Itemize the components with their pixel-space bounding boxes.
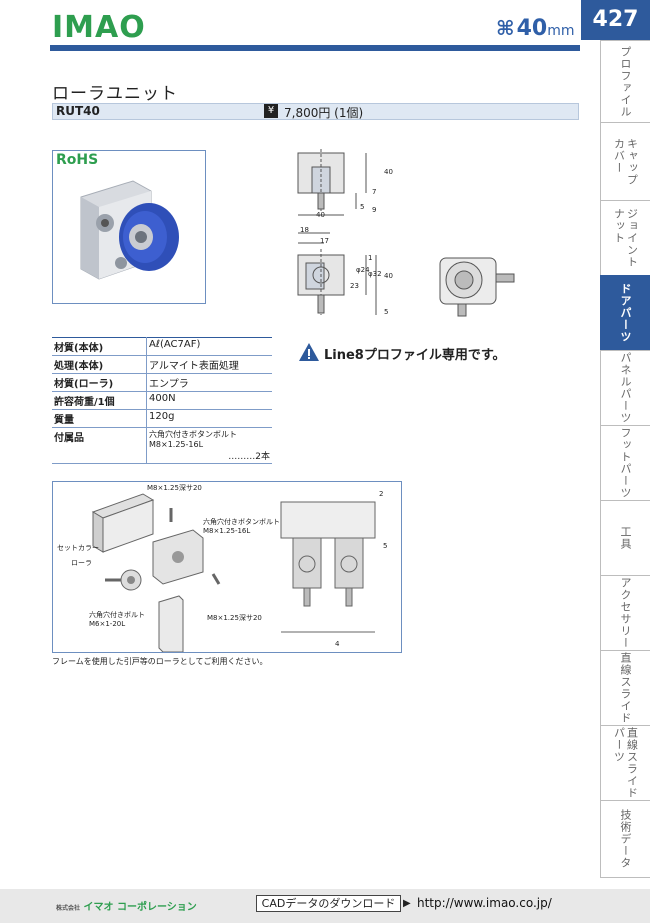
roller-unit-illustration bbox=[80, 180, 179, 280]
tab-label: アクセサリー bbox=[619, 577, 632, 649]
accessory-qty: ………2本 bbox=[228, 452, 270, 462]
label-set-collar: セットカラー bbox=[57, 544, 99, 552]
spec-value: 400N bbox=[146, 391, 272, 410]
tab-linear-slide-parts[interactable]: 直線スライド パーツ bbox=[600, 725, 650, 800]
tab-panel-parts[interactable]: パネルパーツ bbox=[600, 350, 650, 425]
spec-value: 120g bbox=[146, 409, 272, 428]
label-roller: ローラ bbox=[71, 559, 92, 567]
spec-value: 六角穴付きボタンボルト M8×1.25-16L ………2本 bbox=[146, 427, 272, 464]
spec-row: 材質(本体)Aℓ(AC7AF) bbox=[52, 337, 272, 356]
tab-cap-cover[interactable]: キャップ カバー bbox=[600, 122, 650, 200]
size-value: 40 bbox=[516, 16, 548, 41]
dim-label: 5 bbox=[383, 542, 388, 550]
assembly-drawing: M8×1.25深サ20 六角穴付きボタンボルト M8×1.25-16L セットカ… bbox=[52, 481, 402, 653]
tab-profile[interactable]: プロファイル bbox=[600, 40, 650, 122]
tab-label: パネルパーツ bbox=[619, 352, 632, 424]
dim-label: φ24 bbox=[356, 266, 370, 274]
dim-label: 18 bbox=[300, 226, 309, 234]
usage-note: フレームを使用した引戸等のローラとしてご利用ください。 bbox=[52, 657, 268, 666]
spec-key: 許容荷重/1個 bbox=[52, 391, 147, 410]
spec-row: 付属品六角穴付きボタンボルト M8×1.25-16L ………2本 bbox=[52, 427, 272, 464]
tab-label: 直線スライド パーツ bbox=[612, 727, 639, 799]
dim-label: 7 bbox=[372, 188, 377, 196]
tab-label: 直線スライド bbox=[619, 652, 632, 724]
code-row bbox=[52, 103, 579, 120]
size-unit: mm bbox=[547, 23, 575, 39]
company-name: イマオ コーポレーション bbox=[83, 902, 197, 913]
tab-joint-nut[interactable]: ジョイント ナット bbox=[600, 200, 650, 275]
accessory-line: 六角穴付きボタンボルト M8×1.25-16L bbox=[149, 430, 237, 449]
dim-label: 40 bbox=[316, 211, 325, 219]
rohs-mark: RoHS bbox=[56, 152, 99, 168]
drawing-top-view bbox=[297, 149, 377, 315]
tab-foot-parts[interactable]: フットパーツ bbox=[600, 425, 650, 500]
footer-company: 株式会社 イマオ コーポレーション bbox=[56, 898, 197, 913]
product-code: RUT40 bbox=[56, 104, 100, 118]
tab-door-parts[interactable]: ドアパーツ bbox=[600, 275, 650, 350]
tab-accessories[interactable]: アクセサリー bbox=[600, 575, 650, 650]
product-price: 7,800円 (1個) bbox=[284, 106, 364, 120]
tab-label: キャップ カバー bbox=[612, 137, 639, 186]
imao-logo: IMAO bbox=[52, 10, 146, 45]
spec-key: 質量 bbox=[52, 409, 147, 428]
tab-linear-slide[interactable]: 直線スライド bbox=[600, 650, 650, 725]
label-hex-bolt-spec: M6×1-20L bbox=[89, 620, 126, 628]
dim-label: 1 bbox=[368, 254, 373, 262]
dim-label: 17 bbox=[320, 237, 329, 245]
company-prefix: 株式会社 bbox=[56, 905, 81, 912]
spec-table: 材質(本体)Aℓ(AC7AF) 処理(本体)アルマイト表面処理 材質(ローラ)エ… bbox=[52, 337, 272, 464]
dim-label: φ32 bbox=[368, 270, 382, 278]
dim-label: 5 bbox=[384, 308, 389, 316]
label-m8-depth-top: M8×1.25深サ20 bbox=[147, 484, 202, 492]
label-button-bolt: 六角穴付きボタンボルト bbox=[203, 518, 280, 526]
warning-icon bbox=[299, 343, 319, 361]
spec-value: エンプラ bbox=[146, 373, 272, 392]
tab-label: フットパーツ bbox=[619, 427, 632, 499]
tab-label: 工具 bbox=[619, 526, 632, 550]
tab-label: 技術データ bbox=[619, 809, 632, 869]
tab-label: プロファイル bbox=[619, 45, 632, 118]
arrow-right-icon: ▶ bbox=[403, 898, 411, 909]
website-link[interactable]: http://www.imao.co.jp/ bbox=[417, 896, 552, 910]
dim-label: 9 bbox=[372, 206, 377, 214]
page-number: 427 bbox=[581, 0, 650, 40]
spec-key: 処理(本体) bbox=[52, 355, 147, 374]
tab-technical-data[interactable]: 技術データ bbox=[600, 800, 650, 878]
dim-label: 23 bbox=[350, 282, 359, 290]
label-button-bolt-spec: M8×1.25-16L bbox=[203, 527, 251, 535]
dim-label: 40 bbox=[384, 272, 393, 280]
spec-key: 材質(本体) bbox=[52, 337, 147, 356]
spec-value: Aℓ(AC7AF) bbox=[146, 337, 272, 356]
header-bar bbox=[50, 45, 580, 51]
spec-row: 材質(ローラ)エンプラ bbox=[52, 373, 272, 392]
spec-value: アルマイト表面処理 bbox=[146, 355, 272, 374]
tab-label: ジョイント ナット bbox=[612, 208, 639, 268]
label-m8-depth-bottom: M8×1.25深サ20 bbox=[207, 614, 262, 622]
yen-icon: ¥ bbox=[264, 104, 278, 118]
product-photo bbox=[52, 150, 206, 304]
spec-row: 処理(本体)アルマイト表面処理 bbox=[52, 355, 272, 374]
product-title: ローラユニット bbox=[52, 84, 178, 104]
tab-label: ドアパーツ bbox=[619, 283, 632, 343]
cad-download-button[interactable]: CADデータのダウンロード bbox=[256, 895, 401, 912]
profile-size-badge: ⌘40mm bbox=[496, 16, 574, 41]
spec-key: 材質(ローラ) bbox=[52, 373, 147, 392]
tab-tools[interactable]: 工具 bbox=[600, 500, 650, 575]
dim-label: 40 bbox=[384, 168, 393, 176]
spec-key: 付属品 bbox=[52, 427, 147, 464]
dim-label: 2 bbox=[379, 490, 384, 498]
label-hex-bolt: 六角穴付きボルト bbox=[89, 611, 145, 619]
drawing-side-view bbox=[439, 257, 515, 317]
dim-label: 5 bbox=[360, 203, 365, 211]
assembly-illustration bbox=[91, 493, 376, 653]
dim-label: 4 bbox=[335, 640, 340, 648]
profile-section-icon: ⌘ bbox=[496, 16, 515, 40]
warning-text: Line8プロファイル専用です。 bbox=[324, 348, 506, 363]
